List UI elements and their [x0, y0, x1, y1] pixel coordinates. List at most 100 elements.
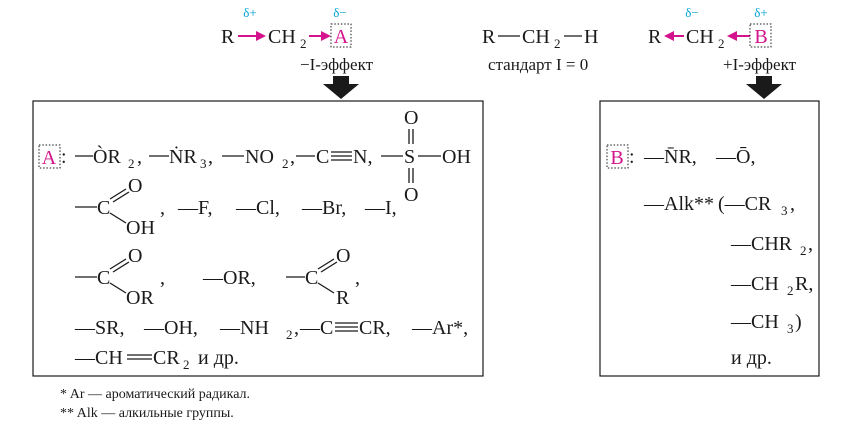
svg-text:,: , — [294, 317, 299, 339]
standard-ch2: CH — [522, 26, 550, 48]
standard-h: H — [584, 26, 598, 48]
box-a-label-frame — [38, 144, 61, 169]
sulfo-s: S — [404, 146, 415, 168]
cor-r: R — [336, 287, 350, 309]
group-vinyl-ch: —CH — [74, 347, 123, 369]
group-nh2-subscript: 2 — [286, 327, 293, 342]
alk-methyl-subscript: 3 — [787, 321, 794, 336]
svg-text:,: , — [808, 233, 813, 255]
cor-double-bond-1 — [317, 258, 335, 270]
delta-plus-label: δ+ — [243, 5, 256, 20]
box-b-frame — [599, 100, 820, 377]
arrow-b-to-ch2-head — [727, 31, 737, 41]
alk-tert: (—CR — [718, 193, 772, 215]
substituent-b-label: B — [754, 26, 767, 48]
group-vinyl-subscript: 2 — [183, 357, 190, 372]
radical-r: R — [221, 26, 235, 48]
ch2-group: CH — [268, 26, 296, 48]
alk-prim: —CH — [730, 273, 779, 295]
svg-text:,: , — [208, 146, 213, 168]
box-b-label: B — [610, 147, 623, 169]
group-oh: —OH, — [143, 317, 198, 339]
plus-i-scheme: δ− δ+ R CH 2 B +I-эффект — [648, 5, 797, 99]
svg-text:R,: R, — [795, 273, 813, 295]
coor-double-bond-2 — [112, 261, 130, 273]
footnotes: * Ar — ароматический радикал. ** Alk — а… — [60, 387, 250, 421]
ch2-subscript-b: 2 — [718, 36, 725, 51]
substituent-a-box — [330, 23, 352, 48]
minus-i-scheme: δ+ δ− R CH 2 A −I-эффект — [221, 5, 374, 99]
group-alkyne-c: —C — [299, 317, 333, 339]
group-nr3-subscript: 3 — [200, 156, 207, 171]
arrow-ch2-to-a-head — [321, 31, 331, 41]
box-a-acceptors: A : ÒR 2 , ṄR 3 , NO 2 , C N, S OH O O C — [32, 100, 484, 377]
delta-minus-label-b: δ− — [685, 5, 698, 20]
arrow-r-to-ch2-head — [256, 31, 266, 41]
box-a-frame — [32, 100, 484, 377]
group-or2-subscript: 2 — [128, 156, 135, 171]
down-arrow-b-shaft — [756, 76, 772, 85]
coor-o: O — [128, 245, 142, 267]
cooh-c: C — [97, 197, 110, 219]
alk-sec-subscript: 2 — [800, 243, 807, 258]
svg-text::: : — [61, 146, 67, 168]
svg-text:,: , — [160, 267, 165, 289]
coor-or: OR — [126, 287, 154, 309]
halide-f: —F, — [177, 197, 213, 219]
group-or: —OR, — [202, 267, 256, 289]
svg-text::: : — [629, 146, 635, 168]
halide-i: —I, — [364, 197, 397, 219]
alk-sec: —CHR — [730, 233, 793, 255]
group-cn-n: N, — [353, 146, 372, 168]
cor-o: O — [336, 245, 350, 267]
group-o-anion: —Ō, — [715, 146, 755, 168]
sulfo-oh: OH — [442, 146, 471, 168]
footnote-alk: ** Alk — алкильные группы. — [60, 406, 234, 421]
ch2-subscript: 2 — [300, 36, 307, 51]
arrow-ch2-to-r-head — [664, 31, 674, 41]
coor-c: C — [97, 267, 110, 289]
group-no2: NO — [245, 146, 274, 168]
substituent-a-label: A — [334, 26, 349, 48]
group-nr3: ṄR — [169, 145, 197, 168]
box-b-label-frame — [606, 144, 629, 169]
alk-methyl: —CH — [730, 311, 779, 333]
sulfo-o-top: O — [404, 107, 418, 129]
group-cn-c: C — [316, 146, 329, 168]
group-sr: —SR, — [74, 317, 124, 339]
plus-i-effect-caption: +I-эффект — [723, 55, 797, 74]
standard-ch2-subscript: 2 — [554, 36, 561, 51]
down-arrow-b-head — [746, 84, 782, 99]
group-or2: ÒR — [93, 144, 121, 168]
radical-r-b: R — [648, 26, 662, 48]
group-alk: —Alk** — [643, 193, 714, 215]
group-ar: —Ar*, — [411, 317, 468, 339]
cooh-double-bond-1 — [109, 188, 127, 200]
delta-plus-label-b: δ+ — [754, 5, 767, 20]
coor-single-bond — [109, 282, 127, 294]
svg-text:,: , — [160, 197, 165, 219]
group-alkyne-cr: CR, — [359, 317, 391, 339]
substituent-b-box — [749, 23, 772, 48]
box-a-label: A — [42, 147, 57, 169]
standard-scheme: R CH 2 H стандарт I = 0 — [482, 26, 598, 74]
halide-cl: —Cl, — [235, 197, 280, 219]
group-no2-subscript: 2 — [282, 156, 289, 171]
standard-caption: стандарт I = 0 — [488, 55, 588, 74]
delta-minus-label: δ− — [333, 5, 346, 20]
cooh-o: O — [128, 175, 142, 197]
alk-tert-subscript: 3 — [781, 203, 788, 218]
box-a-etc: и др. — [198, 347, 239, 369]
cooh-oh: OH — [126, 217, 155, 239]
ch2-group-b: CH — [686, 26, 714, 48]
standard-r: R — [482, 26, 496, 48]
svg-text:,: , — [290, 146, 295, 168]
sulfo-o-bottom: O — [404, 184, 418, 206]
svg-text:,: , — [790, 193, 795, 215]
minus-i-effect-caption: −I-эффект — [300, 55, 374, 74]
svg-text:): ) — [795, 311, 802, 333]
down-arrow-a-shaft — [333, 76, 349, 85]
box-b-etc: и др. — [731, 347, 772, 369]
group-nh2: —NH — [219, 317, 269, 339]
